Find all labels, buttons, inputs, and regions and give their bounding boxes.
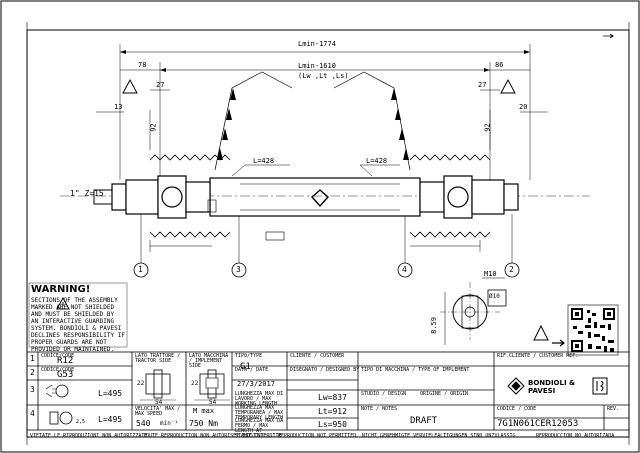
customer-ref-label: RIF.CLIENTE / CUSTOMER REF. <box>497 353 579 359</box>
row-num: 4 <box>30 409 35 418</box>
qr-warning-icon <box>533 324 549 341</box>
guard-length-left: L=428 <box>253 157 275 165</box>
date-value: 27/3/2017 <box>237 380 275 388</box>
code-value: R12 <box>57 356 74 366</box>
speed-label: VELOCITA' MAX / MAX SPEED <box>135 406 181 417</box>
rev-label: REV. <box>607 406 620 412</box>
warning-icon <box>56 297 70 310</box>
drawing-code: 7G1N061CER12053 <box>497 419 579 429</box>
spline-spec: 1" Z=15 <box>70 189 104 198</box>
code-label: CODICE/CODE <box>41 367 75 373</box>
torque-label: M max <box>193 407 215 415</box>
origin-label: ORIGINE / ORIGIN <box>420 391 469 397</box>
footer-note: TOUTE REPRODUCTION NON AUTORISEE EST INT… <box>143 433 282 439</box>
dim-86: 86 <box>495 61 504 69</box>
customer-label: CLIENTE / CUSTOMER <box>290 353 345 359</box>
warning-line: SECTIONS OF THE ASSEMBLY <box>31 297 118 304</box>
design-label: STUDIO / DESIGN <box>361 391 407 397</box>
dim-20: 20 <box>519 103 528 111</box>
pentagon-logo-icon <box>311 189 329 208</box>
speed-unit: min⁻¹ <box>160 420 179 427</box>
type-label: TIPO/TYPE <box>235 353 263 359</box>
implement-type-label: TIPO DI MACCHINA / TYPE OF IMPLEMENT <box>361 367 470 373</box>
max-temp-length-label: LUNGHEZZA MAX TEMPORANEA / MAX TEMPORARY… <box>235 405 284 421</box>
company-logo-icon <box>507 377 608 395</box>
dim-27-left: 27 <box>156 81 165 89</box>
code-label: CODICE/CODE <box>41 353 75 359</box>
notes-label: NOTE / NOTES <box>361 406 398 412</box>
inner-length-dim: Lmin-1610 <box>298 62 336 70</box>
max-standstill-length-label: LUNGHEZZA MAX DA FERMO / MAX LENGTH AT S… <box>235 418 284 439</box>
speed-value: 540 <box>136 419 151 428</box>
guard-length-right: L=428 <box>366 157 388 165</box>
footer-note: VIETATE LE RIPRODUZIONI NON AUTORIZZATE <box>30 433 148 439</box>
overall-length-dim: Lmin-1774 <box>298 40 336 48</box>
row-length: L=495 <box>98 415 123 424</box>
row-small: 2,5 <box>76 419 86 425</box>
callout-4: 4 <box>402 265 407 274</box>
warning-line: SYSTEM. BONDIOLI & PAVESI <box>31 325 122 332</box>
warning-line: AN INTERACTIVE GUARDING <box>31 318 115 325</box>
code-label: CODICE / CODE <box>497 406 537 412</box>
section-859: 8.59 <box>429 317 438 334</box>
type-value: G1 <box>240 362 251 372</box>
dim-54: 54 <box>209 399 217 406</box>
footer-note: REPRODUCTION NOT PERMITTED <box>278 433 357 439</box>
torque-value: 750 Nm <box>189 419 218 428</box>
section-m10: M10 <box>484 270 497 278</box>
lt-value: Lt=912 <box>318 407 347 416</box>
footer-note: NICHT GENEHMIGTE VERVIELFALTIGUNGEN SIND… <box>362 433 516 439</box>
max-working-length-label: LUNGHEZZA MAX DI LAVORO / MAX WORKING LE… <box>235 391 284 407</box>
row-num: 2 <box>30 368 35 377</box>
designed-by-label: DISEGNATO / DESIGNED BY <box>290 367 360 373</box>
callout-3: 3 <box>236 265 241 274</box>
date-label: DATA / DATE <box>235 367 269 373</box>
warning-line: PROPER GUARDS ARE NOT <box>31 339 107 346</box>
company-name: BONDIOLI & PAVESI <box>528 379 576 395</box>
qr-code <box>567 304 619 356</box>
dim-22: 22 <box>191 380 199 387</box>
warning-line: DECLINES RESPONSIBILITY IF <box>31 332 125 339</box>
ls-value: Ls=950 <box>318 420 347 429</box>
implement-side-label: LATO MACCHINA / IMPLEMENT SIDE <box>189 353 229 369</box>
callout-2: 2 <box>509 265 514 274</box>
dim-92-left: 92 <box>149 123 158 132</box>
callout-1: 1 <box>138 265 143 274</box>
row-length: L=495 <box>98 389 123 398</box>
lw-value: Lw=837 <box>318 393 347 402</box>
inner-length-vars: (Lw ,Lt ,Ls) <box>298 72 349 80</box>
arrow-right-icon <box>552 339 565 347</box>
dim-78: 78 <box>138 61 147 69</box>
dim-54: 54 <box>155 399 163 406</box>
sheet-corner-arrow-icon <box>603 33 615 39</box>
tractor-side-label: LATO TRATTORE / TRACTOR SIDE <box>135 353 181 364</box>
row-num: 1 <box>30 354 35 363</box>
section-diam: Ø10 <box>489 293 500 300</box>
dim-22: 22 <box>137 380 145 387</box>
status-value: DRAFT <box>410 416 438 426</box>
code-value: G53 <box>57 370 74 380</box>
footer-note: REPRODUCCION NO AUTORIZADA <box>536 433 615 439</box>
warning-line: MARKED ARE NOT SHIELDED <box>31 304 115 311</box>
warning-title: WARNING! <box>31 284 91 295</box>
warning-line: AND MUST BE SHIELDED BY <box>31 311 115 318</box>
dim-27-right: 27 <box>478 81 487 89</box>
dim-92-right: 92 <box>483 123 492 132</box>
dim-13: 13 <box>114 103 123 111</box>
warning-line: PROVIDED OR MAINTAINED. <box>31 346 115 353</box>
row-num: 3 <box>30 385 35 394</box>
